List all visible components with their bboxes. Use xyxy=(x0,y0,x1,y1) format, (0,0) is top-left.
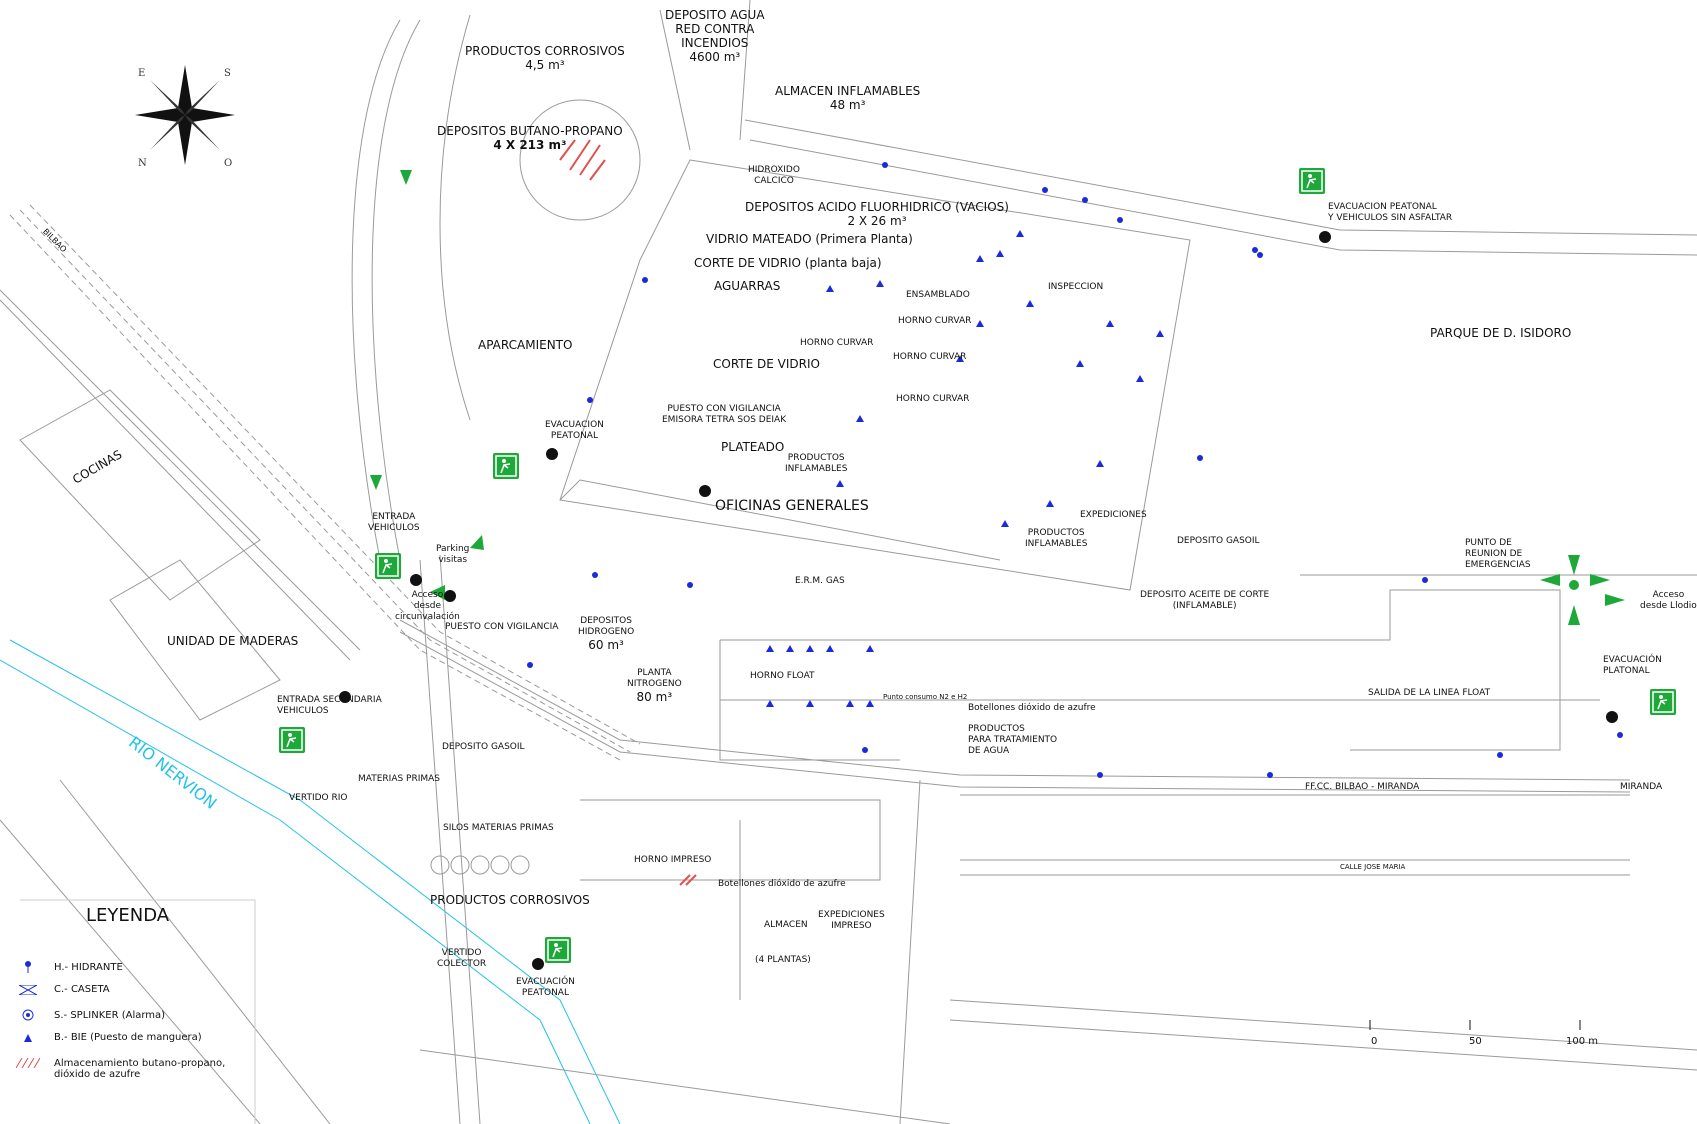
almacen-label: ALMACEN xyxy=(764,920,808,930)
horno-curvar-1: HORNO CURVAR xyxy=(898,316,972,326)
exit-sign-icon xyxy=(1299,168,1325,194)
hydrant-icon xyxy=(16,960,40,974)
productos-corrosivos-2-label: PRODUCTOS CORROSIVOS xyxy=(430,893,590,907)
corte-vidrio-label: CORTE DE VIDRIO xyxy=(713,357,820,371)
meeting-point-marker xyxy=(532,958,544,970)
meeting-point-marker xyxy=(699,485,711,497)
inspeccion-label: INSPECCION xyxy=(1048,282,1104,292)
erm-gas-label: E.R.M. GAS xyxy=(795,576,845,586)
compass-e: E xyxy=(138,68,146,79)
aguarras-label: AGUARRAS xyxy=(714,279,781,293)
oficinas-generales-label: OFICINAS GENERALES xyxy=(715,498,869,514)
legend-item-hatch: Almacenamiento butano-propano,dióxido de… xyxy=(16,1058,225,1080)
plateado-label: PLATEADO xyxy=(721,440,785,454)
scale-100: 100 m xyxy=(1566,1036,1599,1047)
compass-rose-icon xyxy=(135,65,235,165)
hose-icon xyxy=(16,1033,40,1043)
deposito-gasoil-1-label: DEPOSITO GASOIL xyxy=(1177,536,1260,546)
legend-item-hydrant: H.- HIDRANTE xyxy=(16,960,123,974)
expediciones-label: EXPEDICIONES xyxy=(1080,510,1147,520)
sprinkler-icon xyxy=(16,1008,40,1022)
exit-sign-icon xyxy=(1650,689,1676,715)
legend-item-hose: B.- BIE (Puesto de manguera) xyxy=(16,1032,202,1043)
unidad-maderas-label: UNIDAD DE MADERAS xyxy=(167,634,299,648)
ffcc-label: FF.CC. BILBAO - MIRANDA xyxy=(1305,782,1420,792)
salida-linea-label: SALIDA DE LA LINEA FLOAT xyxy=(1368,688,1491,698)
miranda-label: MIRANDA xyxy=(1620,782,1663,792)
meeting-point-marker xyxy=(546,448,558,460)
scale-0: 0 xyxy=(1371,1036,1378,1047)
meeting-point-marker xyxy=(444,590,456,602)
calle-label: CALLE JOSE MARIA xyxy=(1340,863,1406,871)
silos-label: SILOS MATERIAS PRIMAS xyxy=(443,823,554,833)
cuatro-plantas-label: (4 PLANTAS) xyxy=(755,955,811,965)
ensamblado-label: ENSAMBLADO xyxy=(906,290,970,300)
legend-title: LEYENDA xyxy=(86,905,170,926)
punto-consumo-label: Punto consumo N2 e H2 xyxy=(883,693,968,701)
exit-sign-icon xyxy=(545,937,571,963)
meeting-point-marker xyxy=(339,691,351,703)
meeting-point-marker xyxy=(1319,231,1331,243)
compass-o: O xyxy=(224,158,233,169)
horno-curvar-4: HORNO CURVAR xyxy=(896,394,970,404)
exit-sign-icon xyxy=(493,453,519,479)
deposito-gasoil-2-label: DEPOSITO GASOIL xyxy=(442,742,525,752)
legend-item-hut: C.- CASETA xyxy=(16,984,110,995)
aparcamiento-label: APARCAMIENTO xyxy=(478,338,573,352)
meeting-point-marker xyxy=(1606,711,1618,723)
legend-item-sprinkler: S.- SPLINKER (Alarma) xyxy=(16,1008,165,1022)
corte-vidrio-baja-label: CORTE DE VIDRIO (planta baja) xyxy=(694,256,882,270)
hut-icon xyxy=(16,984,40,995)
compass-n: N xyxy=(138,158,147,169)
horno-curvar-2: HORNO CURVAR xyxy=(800,338,874,348)
assembly-point-marker xyxy=(1569,580,1579,590)
botellones-2-label: Botellones dióxido de azufre xyxy=(718,879,846,889)
horno-impreso-label: HORNO IMPRESO xyxy=(634,855,712,865)
depositos-acido-label: DEPOSITOS ACIDO FLUORHIDRICO (VACIOS)2 X… xyxy=(745,200,1009,228)
parque-label: PARQUE DE D. ISIDORO xyxy=(1430,326,1572,340)
puesto-vigilancia-2-label: PUESTO CON VIGILANCIA xyxy=(445,622,559,632)
botellones-1-label: Botellones dióxido de azufre xyxy=(968,703,1096,713)
exit-sign-icon xyxy=(279,727,305,753)
hatch-icon xyxy=(16,1058,40,1068)
horno-curvar-3: HORNO CURVAR xyxy=(893,352,967,362)
vertido-rio-label: VERTIDO RIO xyxy=(289,793,348,803)
deposito-aceite-label: DEPOSITO ACEITE DE CORTE(INFLAMABLE) xyxy=(1140,590,1270,611)
horno-float-label: HORNO FLOAT xyxy=(750,671,815,681)
scale-50: 50 xyxy=(1469,1036,1482,1047)
exit-sign-icon xyxy=(375,553,401,579)
materias-primas-label: MATERIAS PRIMAS xyxy=(358,774,441,784)
meeting-point-marker xyxy=(410,574,422,586)
vidrio-mateado-label: VIDRIO MATEADO (Primera Planta) xyxy=(706,232,913,246)
compass-s: S xyxy=(224,68,231,79)
